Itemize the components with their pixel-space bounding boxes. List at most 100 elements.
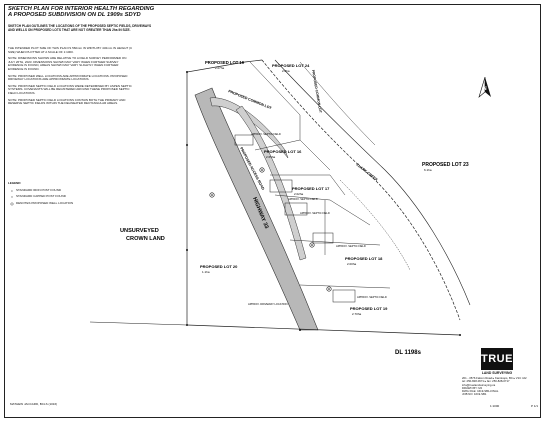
legend-label: STANDARD CAPPED POST FOUND bbox=[16, 194, 66, 199]
lot-area: 2.02ha bbox=[294, 192, 304, 196]
clark-creek-line bbox=[261, 59, 461, 321]
page-number: P 1/1 bbox=[531, 404, 538, 408]
access-road-south bbox=[235, 105, 307, 261]
septic-field-box bbox=[269, 179, 293, 193]
plan-subtitle: SKETCH PLAN OUTLINES THE LOCATIONS OF TH… bbox=[8, 24, 152, 32]
well-icon: ◎ bbox=[10, 200, 14, 206]
titleblock-footer: 1:1000 P 1/1 bbox=[490, 404, 538, 408]
septic-label: APPROX. SEPTIC FIELD bbox=[336, 244, 366, 248]
plan-title-line1: SKETCH PLAN FOR INTERIOR HEALTH REGARDIN… bbox=[8, 6, 155, 12]
note-septic-locations: NOTE: PROPOSED SEPTIC FIELD LOCATIONS WE… bbox=[8, 83, 132, 95]
lot-area: 2.07ha bbox=[215, 66, 225, 70]
west-boundary bbox=[186, 59, 263, 325]
iron-post-icon: • bbox=[11, 187, 13, 193]
legend-label: DENOTES PROPOSED WELL LOCATION bbox=[16, 200, 74, 205]
lot-label: PROPOSED LOT 16 bbox=[264, 149, 302, 154]
access-road bbox=[209, 97, 289, 159]
titleblock-address: 201 - 3576 Falcon Road ▸ Kamloops, BC ▸ … bbox=[462, 376, 527, 380]
common-lot-line bbox=[299, 61, 376, 146]
svg-text:N: N bbox=[483, 86, 487, 92]
titleblock-phone: tel: 250-828-0671 ▸ fax: 250-828-0717 bbox=[462, 379, 510, 384]
septic-label: APPROX. SEPTIC FIELD bbox=[251, 132, 281, 136]
iron-post-icon bbox=[459, 334, 461, 336]
iron-post-icon bbox=[186, 249, 188, 251]
titleblock-job-no: JOB NO: 1619-SB1 bbox=[462, 392, 487, 397]
septic-field-box bbox=[312, 232, 334, 244]
plan-title-line2: A PROPOSED SUBDIVISION ON DL 1909s SDYD bbox=[8, 12, 141, 19]
well-icon bbox=[326, 286, 332, 292]
lot-label: PROPOSED LOT 23 bbox=[422, 162, 469, 168]
company-subtitle: LAND SURVEYING bbox=[481, 371, 513, 375]
iron-post-icon bbox=[186, 144, 188, 146]
surveyor-signature: MATHEW JACCARD, BCLS (1016) bbox=[10, 402, 58, 406]
lot-line bbox=[299, 284, 391, 289]
titleblock-dwg-file: DWG FILE: 1619-SB1-FINAL bbox=[462, 389, 499, 394]
plan-notes: THE INTENDED PLOT SIZE OF THIS PLAN IS 5… bbox=[8, 46, 133, 109]
south-boundary bbox=[186, 324, 461, 336]
well-icon bbox=[309, 242, 315, 248]
crown-land-line1: UNSURVEYED bbox=[120, 228, 159, 234]
south-boundary-west bbox=[89, 321, 188, 326]
lot-area: 2.65ha bbox=[266, 155, 276, 159]
lot-line bbox=[270, 174, 346, 196]
crown-land-line2: CROWN LAND bbox=[126, 236, 165, 242]
district-lot-label: DL 1198s bbox=[395, 350, 422, 356]
septic-field-box bbox=[284, 202, 308, 216]
septic-line bbox=[339, 179, 411, 271]
north-arrow-icon: N bbox=[478, 77, 491, 98]
well-icon bbox=[209, 192, 215, 198]
septic-label: APPROX. SEPTIC FIELD bbox=[300, 211, 330, 215]
lot-line bbox=[254, 139, 331, 171]
note-plot-size: THE INTENDED PLOT SIZE OF THIS PLAN IS 5… bbox=[8, 46, 133, 54]
sheet-border bbox=[4, 4, 541, 418]
plan-title: SKETCH PLAN FOR INTERIOR HEALTH REGARDIN… bbox=[8, 6, 208, 18]
iron-post-icon bbox=[186, 71, 188, 73]
lot-line bbox=[249, 61, 301, 140]
lot-label: PROPOSED LOT 19 bbox=[205, 60, 245, 65]
lot-area: 1.1ha bbox=[202, 270, 210, 274]
legend-item: ◎ DENOTES PROPOSED WELL LOCATION bbox=[8, 200, 108, 206]
lot-line bbox=[274, 194, 371, 226]
capped-post-icon: ○ bbox=[10, 194, 14, 200]
lot-line bbox=[289, 239, 381, 246]
well-icon bbox=[261, 169, 263, 171]
scale-value: 1:1000 bbox=[490, 404, 500, 408]
well-icon bbox=[328, 288, 330, 290]
legend: LEGEND • STANDARD IRON POST FOUND ○ STAN… bbox=[8, 181, 108, 208]
legend-item: ○ STANDARD CAPPED POST FOUND bbox=[8, 195, 108, 199]
creek-label: CLARK CREEK bbox=[355, 163, 378, 183]
titleblock-drawn-by: DRAWN BY: MJ bbox=[462, 385, 483, 390]
lot-label: PROPOSED LOT 18 bbox=[345, 256, 383, 261]
titleblock-email: info@truelandsurveying.ca bbox=[462, 382, 496, 387]
legend-title: LEGEND bbox=[8, 181, 21, 185]
well-icon bbox=[211, 194, 213, 196]
septic-field-box bbox=[234, 134, 254, 146]
lot-area: 2.00ha bbox=[347, 262, 357, 266]
well-icon bbox=[259, 167, 265, 173]
lot-area: 2.0ha bbox=[282, 69, 290, 73]
lot-area: 6.1ha bbox=[424, 168, 432, 172]
driveway-label: APPROX. DRIVEWAY LOCATION bbox=[248, 302, 288, 306]
well-icon bbox=[311, 244, 313, 246]
common-lot-side-label: PROPOSED COMMON LOT bbox=[311, 69, 323, 114]
lot-label: PROPOSED LOT 20 bbox=[200, 264, 238, 269]
septic-field-box bbox=[332, 289, 356, 303]
legend-label: STANDARD IRON POST FOUND bbox=[16, 187, 62, 192]
company-logo: TRUE bbox=[481, 348, 513, 370]
iron-post-icon bbox=[299, 329, 301, 331]
note-septic-fields: NOTE: PROPOSED SEPTIC FIELD LOCATIONS CO… bbox=[8, 97, 126, 106]
lot-label: PROPOSED LOT 17 bbox=[292, 186, 330, 191]
lot-label: PROPOSED LOT 19 bbox=[350, 306, 388, 311]
note-well-locations: NOTE: PROPOSED WELL LOCATIONS ARE APPROX… bbox=[8, 73, 128, 82]
septic-label: APPROX. SEPTIC FIELD bbox=[288, 197, 318, 201]
iron-post-icon bbox=[186, 324, 188, 326]
lot-label: PROPOSED LOT 24 bbox=[272, 63, 310, 68]
note-dimensions: NOTE: DIMENSIONS SHOWN ARE RELATIVE TO A… bbox=[8, 56, 127, 71]
creek-bank-line bbox=[274, 59, 471, 306]
legend-item: • STANDARD IRON POST FOUND bbox=[8, 187, 108, 193]
lot-area: 2.70ha bbox=[352, 312, 362, 316]
titleblock-details: 201 - 3576 Falcon Road ▸ Kamloops, BC ▸ … bbox=[462, 376, 538, 397]
septic-label: APPROX. SEPTIC FIELD bbox=[357, 295, 387, 299]
